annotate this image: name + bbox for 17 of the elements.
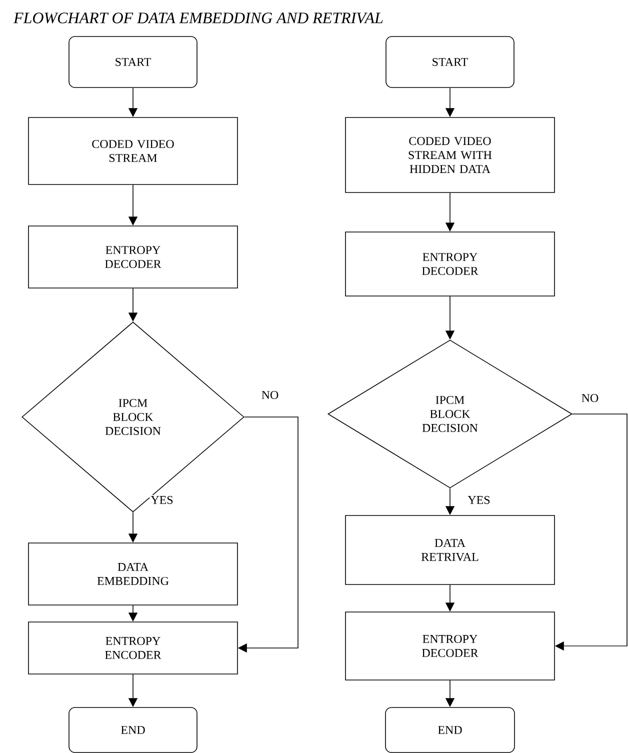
process-box: ENTROPY DECODER [345,232,555,296]
edge-label: YES [466,494,492,506]
terminal-box: END [68,707,198,753]
process-box: DATA RETRIVAL [345,515,555,585]
process-box: ENTROPY DECODER [28,226,238,288]
process-box: CODED VIDEO STREAM [28,117,238,185]
edge-label: YES [150,494,174,506]
process-box: CODED VIDEO STREAM WITH HIDDEN DATA [345,117,555,193]
terminal-box: START [386,36,514,88]
process-box: ENTROPY DECODER [345,612,555,680]
title: FLOWCHART OF DATA EMBEDDING AND RETRIVAL [13,12,383,24]
edge-label: NO [580,392,600,404]
edge-label: NO [260,390,280,400]
terminal-box: END [385,707,515,753]
terminal-box: START [68,36,198,88]
process-box: DATA EMBEDDING [28,542,238,606]
process-box: ENTROPY ENCODER [28,622,238,674]
